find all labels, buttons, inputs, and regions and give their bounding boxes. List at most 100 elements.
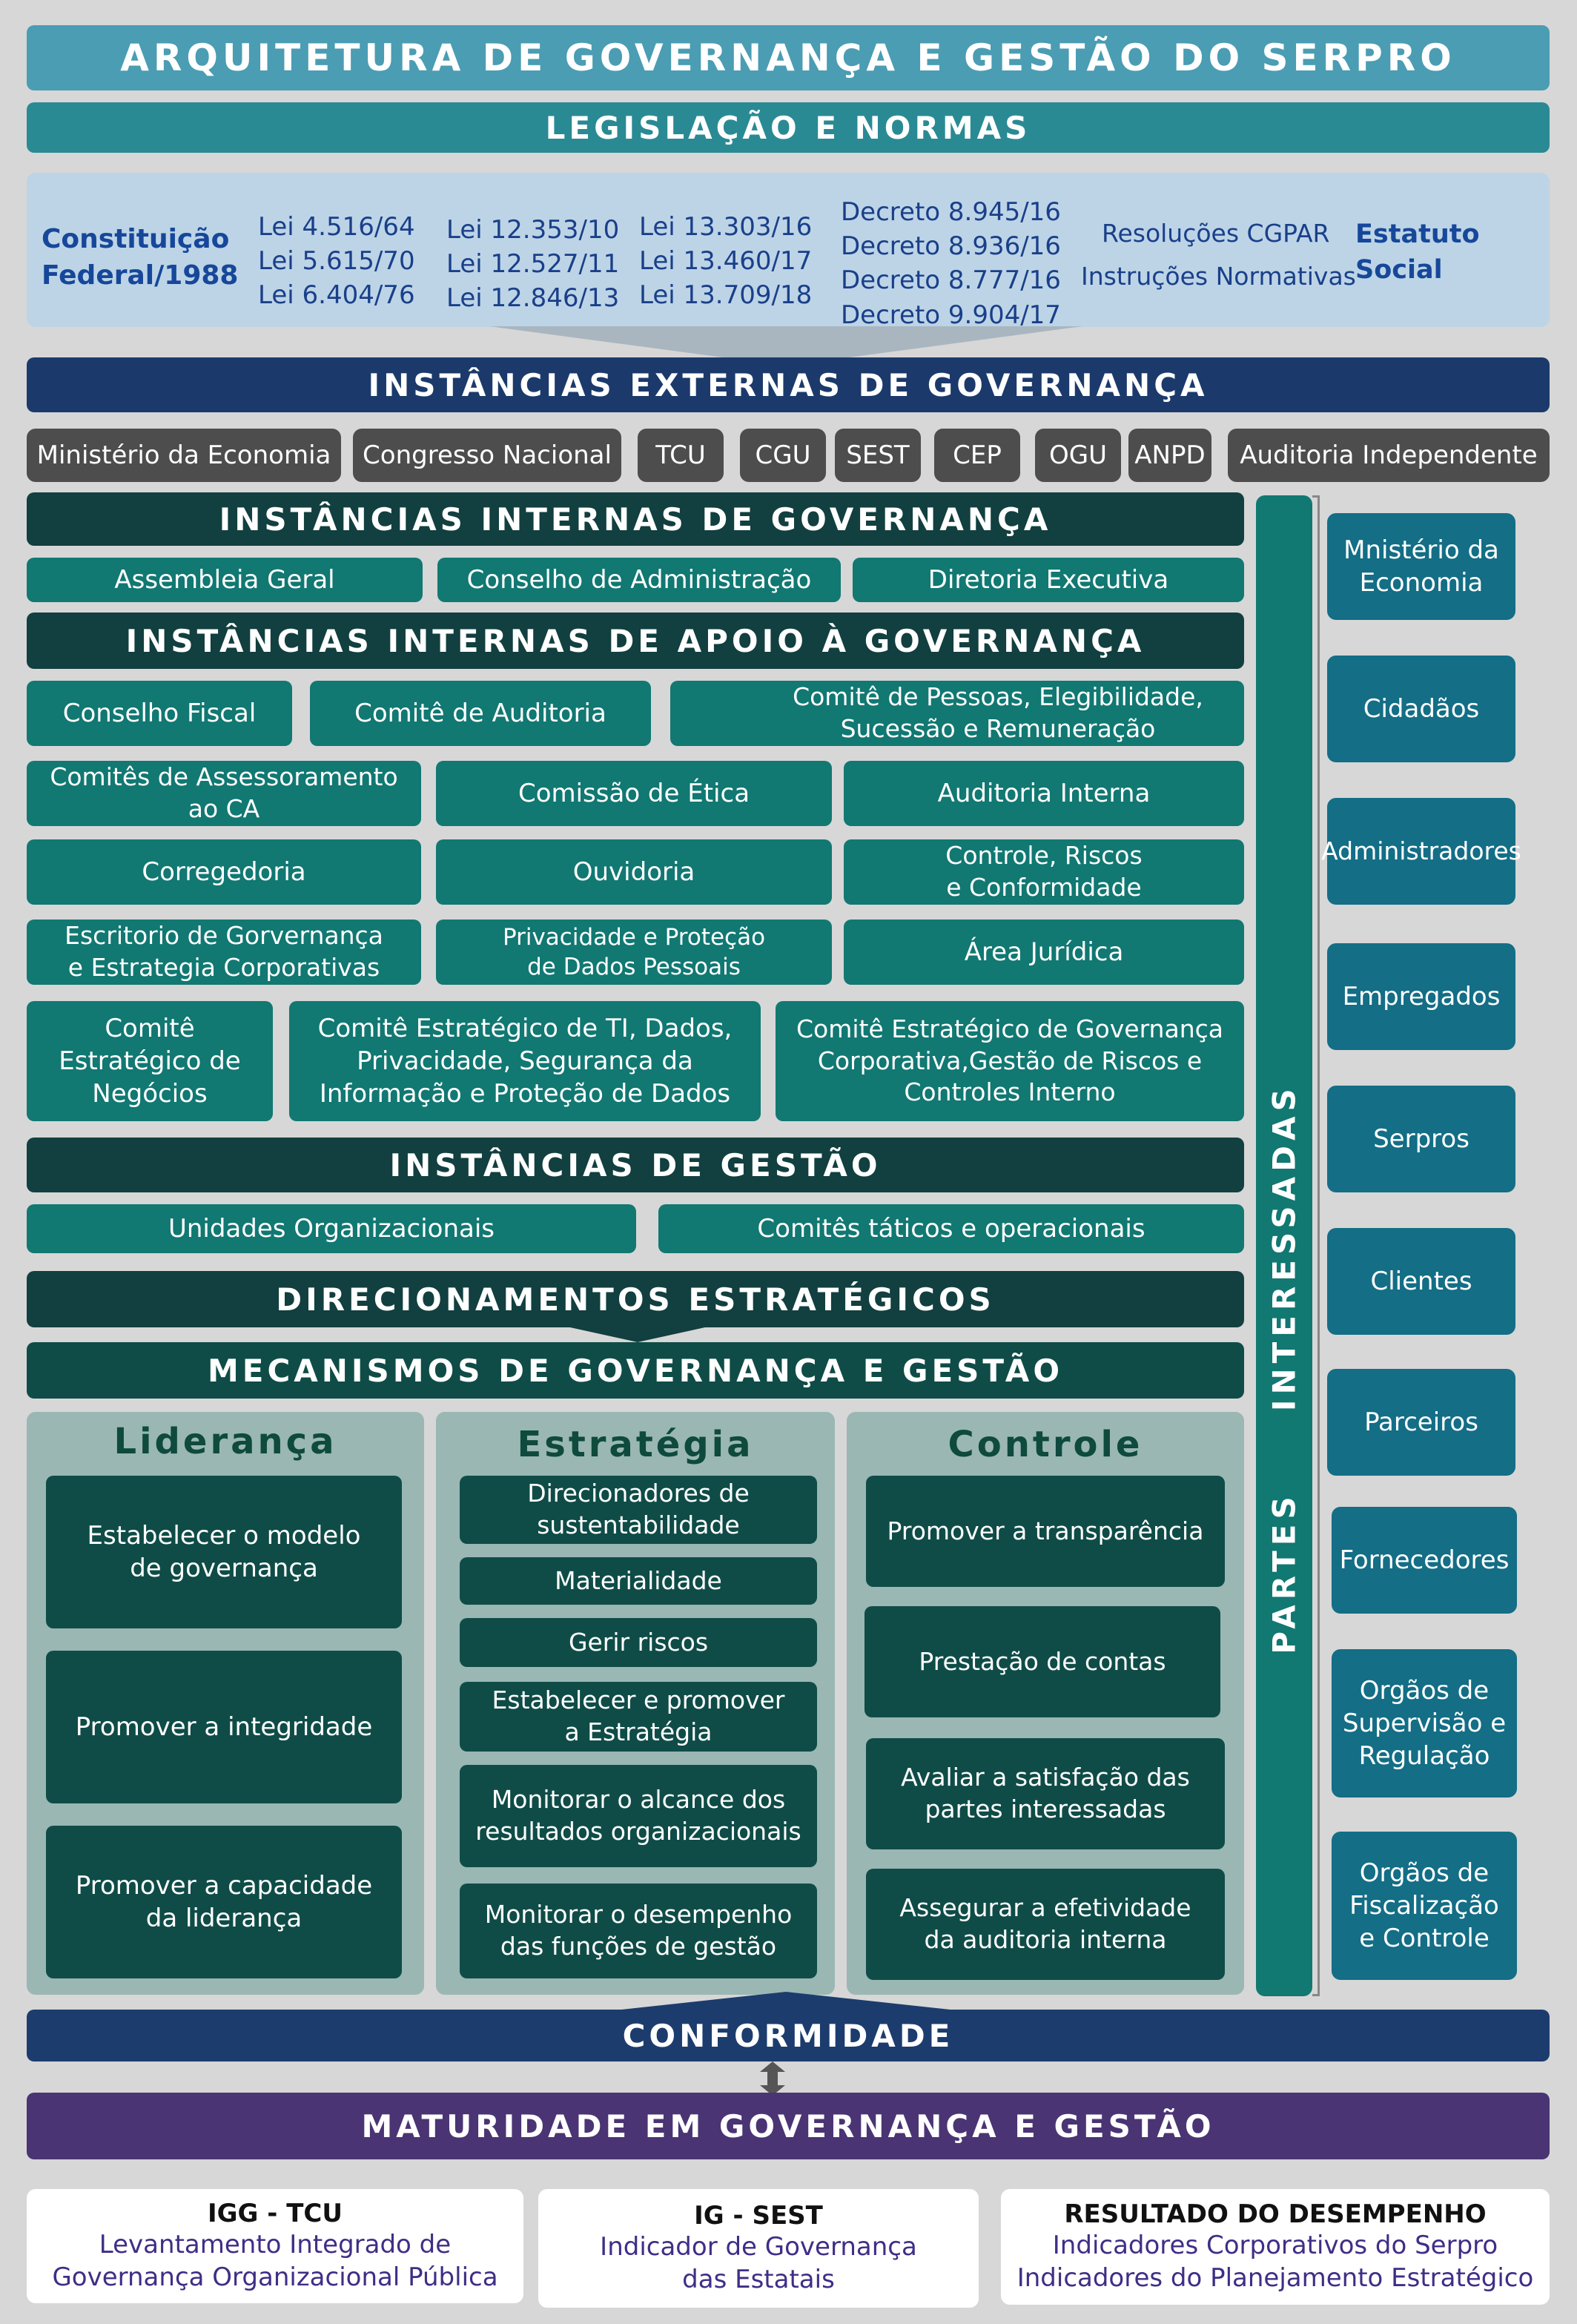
maturidade-text: MATURIDADE EM GOVERNANÇA E GESTÃO xyxy=(361,2107,1215,2145)
management-header-text: INSTÂNCIAS DE GESTÃO xyxy=(389,1146,882,1184)
stakeholder-parceiros: Parceiros xyxy=(1327,1369,1515,1476)
mechanism-item-label: Monitorar o alcance dos resultados organ… xyxy=(475,1785,801,1846)
estrategia-item-direcionadores: Direcionadores de sustentabilidade xyxy=(460,1476,817,1544)
support-item-label: Comitê Estratégico de Governança Corpora… xyxy=(796,1014,1223,1107)
controle-item-satisfacao: Avaliar a satisfação das partes interess… xyxy=(866,1738,1225,1849)
maturidade-bar: MATURIDADE EM GOVERNANÇA E GESTÃO xyxy=(27,2093,1550,2159)
support-escritorio-governanca: Escritorio de Gorvernança e Estrategia C… xyxy=(27,920,421,985)
laws-column-2: Lei 12.353/10 Lei 12.527/11 Lei 12.846/1… xyxy=(446,215,620,314)
stakeholder-label: Mnistério da Economia xyxy=(1343,535,1499,598)
support-item-label: Comitês de Assessoramento ao CA xyxy=(50,762,398,823)
external-item-anpd: ANPD xyxy=(1128,429,1211,482)
estrategia-item-monitorar-resultados: Monitorar o alcance dos resultados organ… xyxy=(460,1765,817,1867)
internal-item-diretoria: Diretoria Executiva xyxy=(853,558,1244,602)
support-comites-assessoramento: Comitês de Assessoramento ao CA xyxy=(27,761,421,826)
external-item-congresso: Congresso Nacional xyxy=(353,429,621,482)
stakeholder-fornecedores: Fornecedores xyxy=(1332,1507,1517,1614)
support-comite-pessoas: Comitê de Pessoas, Elegibilidade, Sucess… xyxy=(670,681,1244,746)
support-privacidade: Privacidade e Proteção de Dados Pessoais xyxy=(436,920,832,985)
support-item-label: Escritorio de Gorvernança e Estrategia C… xyxy=(65,921,383,982)
internal-governance-header-text: INSTÂNCIAS INTERNAS DE GOVERNANÇA xyxy=(219,501,1052,538)
internal-item-conselho: Conselho de Administração xyxy=(437,558,841,602)
conformidade-arrow xyxy=(608,1992,964,2011)
legislation-arrow xyxy=(489,326,1082,359)
support-corregedoria: Corregedoria xyxy=(27,839,421,905)
strategic-directions-header-text: DIRECIONAMENTOS ESTRATÉGICOS xyxy=(276,1281,995,1318)
bottom-card-ig-sest: IG - SEST Indicador de Governança das Es… xyxy=(538,2189,979,2308)
estrategia-item-riscos: Gerir riscos xyxy=(460,1618,817,1667)
controle-item-auditoria: Assegurar a efetividade da auditoria int… xyxy=(866,1869,1225,1980)
controle-title: Controle xyxy=(948,1424,1143,1465)
page-title: ARQUITETURA DE GOVERNANÇA E GESTÃO DO SE… xyxy=(27,25,1550,90)
laws-column-3: Lei 13.303/16 Lei 13.460/17 Lei 13.709/1… xyxy=(639,212,813,311)
double-arrow-icon xyxy=(760,2061,785,2096)
support-governance-header: INSTÂNCIAS INTERNAS DE APOIO À GOVERNANÇ… xyxy=(27,613,1244,669)
support-area-juridica: Área Jurídica xyxy=(844,920,1244,985)
internal-governance-header: INSTÂNCIAS INTERNAS DE GOVERNANÇA xyxy=(27,492,1244,546)
legislation-panel: Constituição Federal/1988 Lei 4.516/64 L… xyxy=(27,173,1550,330)
stakeholder-label: Administradores xyxy=(1321,836,1521,865)
management-header: INSTÂNCIAS DE GESTÃO xyxy=(27,1138,1244,1192)
bottom-card-title: IG - SEST xyxy=(694,2200,823,2231)
controle-item-transparencia: Promover a transparência xyxy=(866,1476,1225,1587)
legislation-header: LEGISLAÇÃO E NORMAS xyxy=(27,102,1550,153)
external-item-auditoria: Auditoria Independente xyxy=(1228,429,1550,482)
internal-item-label: Assembleia Geral xyxy=(114,564,335,595)
instrucoes-label: Instruções Normativas xyxy=(1081,262,1356,291)
stakeholder-empregados: Empregados xyxy=(1327,943,1515,1050)
estrategia-item-materialidade: Materialidade xyxy=(460,1557,817,1605)
stakeholders-label: PARTES INTERESSADAS xyxy=(1266,1083,1303,1654)
stakeholder-fiscalizacao: Orgãos de Fiscalização e Controle xyxy=(1332,1832,1517,1980)
stakeholder-cidadaos: Cidadãos xyxy=(1327,656,1515,762)
external-item-label: Auditoria Independente xyxy=(1240,440,1538,470)
mechanism-item-label: Promover a integridade xyxy=(75,1711,373,1742)
lideranca-title: Liderança xyxy=(113,1421,337,1462)
stakeholder-label: Orgãos de Fiscalização e Controle xyxy=(1349,1858,1499,1954)
external-item-sest: SEST xyxy=(835,429,921,482)
external-item-ogu: OGU xyxy=(1035,429,1121,482)
management-comites: Comitês táticos e operacionais xyxy=(658,1204,1244,1253)
mechanisms-header: MECANISMOS DE GOVERNANÇA E GESTÃO xyxy=(27,1342,1244,1399)
internal-item-label: Diretoria Executiva xyxy=(928,564,1169,595)
support-item-label: Controle, Riscos e Conformidade xyxy=(945,841,1143,902)
internal-item-label: Conselho de Administração xyxy=(466,564,812,595)
conformidade-bar: CONFORMIDADE xyxy=(27,2010,1550,2061)
stakeholder-ministerio: Mnistério da Economia xyxy=(1327,513,1515,620)
mechanism-item-label: Promover a capacidade da liderança xyxy=(75,1870,373,1933)
support-item-label: Comitê de Pessoas, Elegibilidade, Sucess… xyxy=(793,682,1203,743)
bottom-card-text: Indicadores Corporativos do Serpro Indic… xyxy=(1016,2230,1534,2293)
external-item-label: CEP xyxy=(953,440,1002,470)
support-comite-auditoria: Comitê de Auditoria xyxy=(310,681,651,746)
bottom-card-text: Levantamento Integrado de Governança Org… xyxy=(52,2229,498,2292)
mechanism-item-label: Prestação de contas xyxy=(919,1646,1166,1676)
strategic-directions-header: DIRECIONAMENTOS ESTRATÉGICOS xyxy=(27,1271,1244,1327)
stakeholder-clientes: Clientes xyxy=(1327,1228,1515,1335)
bottom-card-title: RESULTADO DO DESEMPENHO xyxy=(1064,2199,1487,2229)
stakeholder-label: Orgãos de Supervisão e Regulação xyxy=(1342,1675,1507,1772)
support-item-label: Conselho Fiscal xyxy=(62,698,257,728)
estrategia-title: Estratégia xyxy=(517,1424,754,1465)
estrategia-item-promover: Estabelecer e promover a Estratégia xyxy=(460,1682,817,1752)
stakeholders-bracket xyxy=(1312,495,1320,1996)
external-item-label: ANPD xyxy=(1134,440,1206,470)
lideranca-item-capacidade: Promover a capacidade da liderança xyxy=(46,1826,402,1978)
constitution-label: Constituição Federal/1988 xyxy=(42,224,239,291)
management-item-label: Comitês táticos e operacionais xyxy=(757,1213,1145,1244)
mechanism-item-label: Promover a transparência xyxy=(887,1516,1204,1545)
external-item-cgu: CGU xyxy=(740,429,826,482)
support-comissao-etica: Comissão de Ética xyxy=(436,761,832,826)
resolucoes-label: Resoluções CGPAR xyxy=(1102,219,1330,248)
internal-item-assembleia: Assembleia Geral xyxy=(27,558,423,602)
stakeholder-label: Cidadãos xyxy=(1363,693,1480,724)
stakeholder-administradores: Administradores xyxy=(1321,798,1521,905)
mechanism-item-label: Estabelecer e promover a Estratégia xyxy=(492,1686,785,1746)
stakeholder-label: Clientes xyxy=(1370,1266,1472,1296)
bottom-card-resultado: RESULTADO DO DESEMPENHO Indicadores Corp… xyxy=(1001,2189,1550,2305)
external-item-label: OGU xyxy=(1049,440,1107,470)
support-item-label: Ouvidoria xyxy=(572,856,695,887)
support-comite-negocios: Comitê Estratégico de Negócios xyxy=(27,1001,273,1121)
support-controle-riscos: Controle, Riscos e Conformidade xyxy=(844,839,1244,905)
external-item-label: SEST xyxy=(846,440,910,470)
bottom-card-text: Indicador de Governança das Estatais xyxy=(600,2231,917,2294)
mechanism-item-label: Assegurar a efetividade da auditoria int… xyxy=(899,1893,1191,1954)
